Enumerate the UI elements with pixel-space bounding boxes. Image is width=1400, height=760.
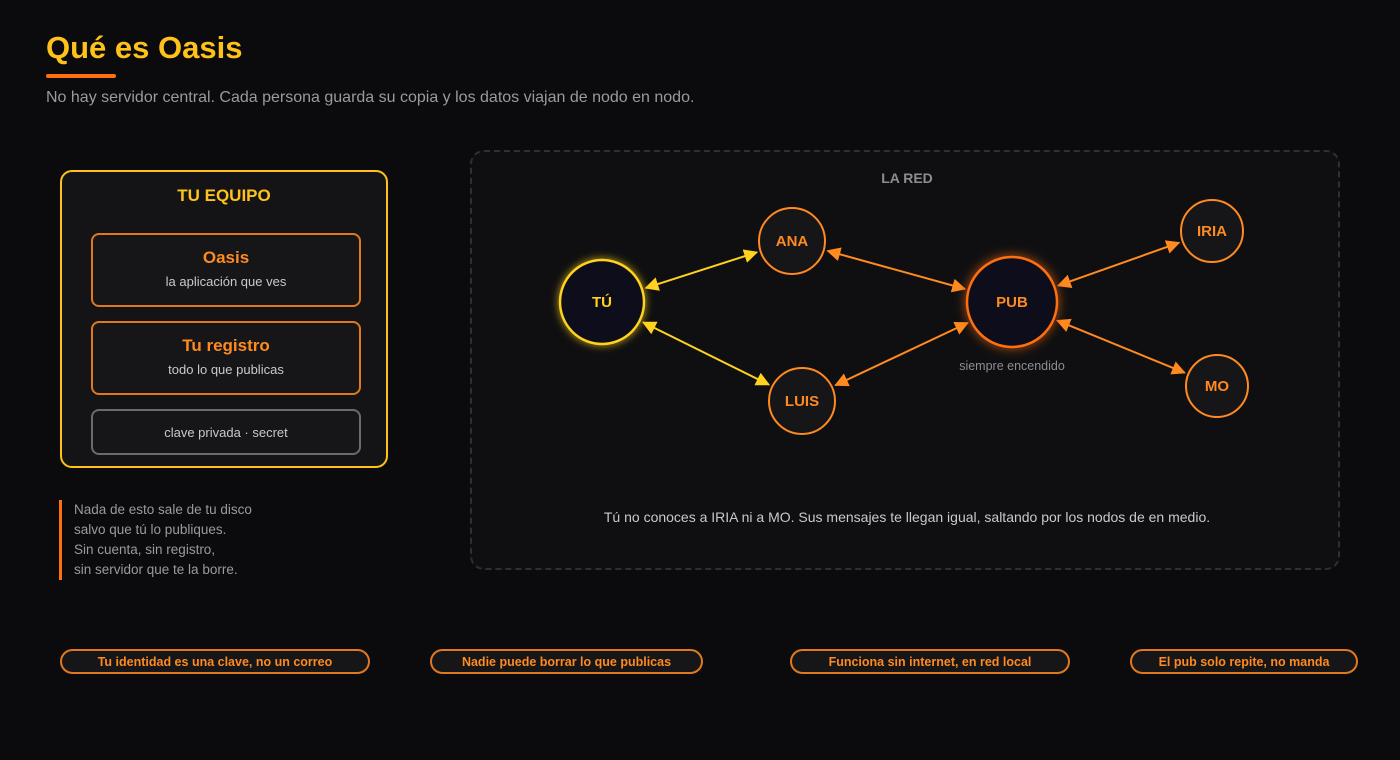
- node-label-mo: MO: [1205, 378, 1229, 395]
- edge-tu-luis: [641, 321, 771, 386]
- node-mo: MO: [1185, 354, 1249, 418]
- device-panel: TU EQUIPO Oasis la aplicación que ves Tu…: [60, 170, 388, 468]
- feature-pill-no-deletion: Nadie puede borrar lo que publicas: [430, 649, 703, 674]
- nodes-layer: TÚ ANA LUIS PUB siempre encendido IRIA MO: [558, 199, 1249, 435]
- node-label-pub: PUB: [996, 294, 1028, 311]
- edge-ana-pub: [826, 247, 967, 293]
- log-card: Tu registro todo lo que publicas: [91, 321, 361, 395]
- node-pub: PUB siempre encendido: [959, 255, 1065, 373]
- app-card: Oasis la aplicación que ves: [91, 233, 361, 307]
- app-card-subtitle: la aplicación que ves: [165, 274, 287, 289]
- app-card-title: Oasis: [202, 248, 250, 267]
- node-label-iria: IRIA: [1197, 223, 1227, 240]
- feature-pill-offline: Funciona sin internet, en red local: [790, 649, 1070, 674]
- node-tu: TÚ: [558, 258, 646, 346]
- edges-layer: [641, 240, 1186, 387]
- node-label-ana: ANA: [776, 233, 809, 250]
- log-card-subtitle: todo lo que publicas: [168, 362, 284, 377]
- node-iria: IRIA: [1180, 199, 1244, 263]
- page-title: Qué es Oasis: [46, 30, 243, 65]
- title-underline: [46, 74, 116, 78]
- note-line: Sin cuenta, sin registro,: [74, 542, 216, 557]
- note-line: Nada de esto sale de tu disco: [74, 502, 252, 517]
- edge-tu-ana: [644, 249, 759, 291]
- edge-luis-pub: [834, 321, 969, 387]
- network-diagram: LA RED TÚ ANA LUIS PUB siempre encendido IRIA…: [558, 170, 1249, 525]
- note-line: sin servidor que te la borre.: [74, 562, 238, 577]
- network-footnote: Tú no conoces a IRIA ni a MO. Sus mensaj…: [604, 509, 1210, 525]
- edge-pub-iria: [1056, 240, 1181, 288]
- node-circle-pub: [965, 255, 1059, 349]
- network-panel: LA RED TÚ ANA LUIS PUB siempre encendido IRIA…: [470, 150, 1340, 570]
- node-circle-mo: [1185, 354, 1249, 418]
- node-ana: ANA: [758, 207, 826, 275]
- node-circle-luis: [768, 367, 836, 435]
- feature-pill-pub-role: El pub solo repite, no manda: [1130, 649, 1358, 674]
- private-key-label: clave privada · secret: [164, 425, 288, 440]
- node-circle-ana: [758, 207, 826, 275]
- node-caption-pub: siempre encendido: [959, 359, 1065, 373]
- page-subtitle: No hay servidor central. Cada persona gu…: [46, 89, 695, 106]
- node-label-luis: LUIS: [785, 393, 819, 410]
- node-luis: LUIS: [768, 367, 836, 435]
- network-title: LA RED: [881, 170, 933, 186]
- note-line: salvo que tú lo publiques.: [74, 522, 227, 537]
- feature-pill-identity: Tu identidad es una clave, no un correo: [60, 649, 370, 674]
- node-circle-iria: [1180, 199, 1244, 263]
- device-title: TU EQUIPO: [177, 186, 271, 205]
- node-label-tu: TÚ: [592, 293, 612, 311]
- private-key-card: clave privada · secret: [91, 409, 361, 455]
- edge-pub-mo: [1056, 318, 1186, 375]
- node-circle-tu: [558, 258, 646, 346]
- privacy-note: Nada de esto sale de tu disco salvo que …: [59, 500, 252, 580]
- log-card-title: Tu registro: [182, 336, 270, 355]
